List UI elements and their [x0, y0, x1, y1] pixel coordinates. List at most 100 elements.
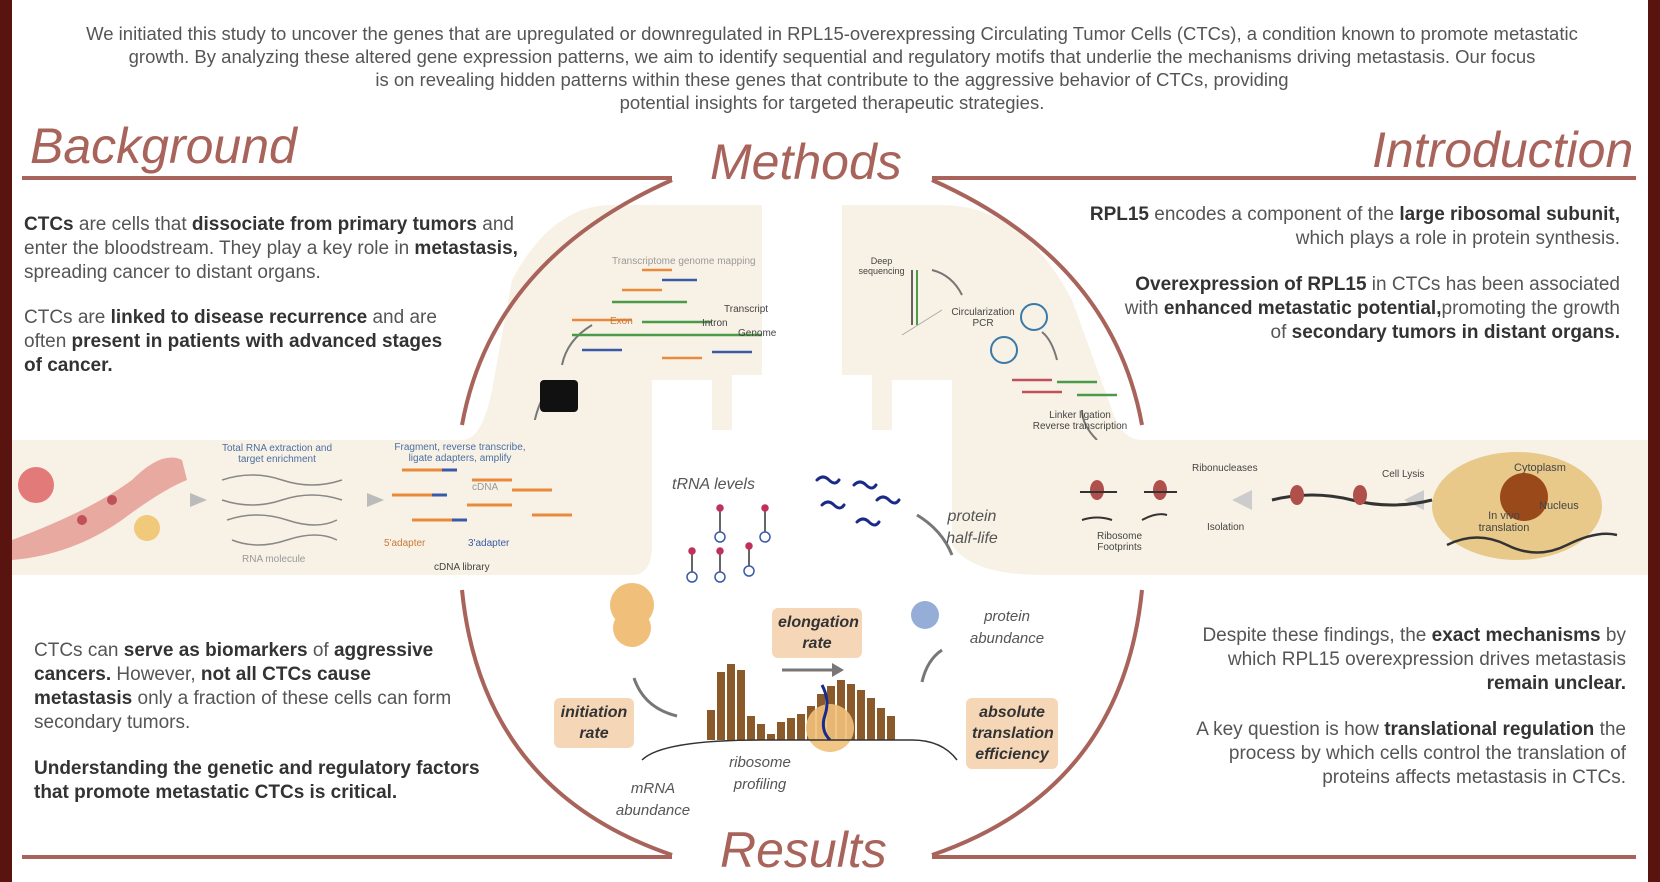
bold-run: serve as biomarkers [123, 640, 308, 661]
trna-levels-label: tRNA levels [672, 476, 755, 493]
in-vivo-label: In vivo translation [1478, 510, 1530, 534]
arrow-icon [832, 663, 844, 677]
arrow-icon [1041, 331, 1058, 361]
transcript-label: Transcript [724, 304, 769, 315]
arrow-icon [931, 269, 963, 296]
ctc-cell [107, 495, 117, 505]
exon-label: Exon [610, 316, 633, 327]
arrow-icon [1404, 490, 1424, 510]
arrow-icon [920, 648, 943, 683]
arc-top-left [460, 178, 673, 426]
adapter3-label: 3'adapter [468, 538, 510, 549]
ribosome-icon [1290, 485, 1304, 505]
bold-run: aggressive cancers. [34, 640, 434, 685]
text-run: However, [111, 664, 201, 685]
text-run: in CTCs has been associated with [1124, 274, 1620, 319]
translating-ribosome [806, 704, 854, 752]
arrow-icon [632, 677, 678, 718]
ribosome-icon [1153, 480, 1167, 500]
background-paragraph-3: CTCs can serve as biomarkers of aggressi… [34, 639, 474, 735]
arc-bottom-right [931, 589, 1144, 857]
isolation-label: Isolation [1207, 522, 1245, 533]
profile-bar [867, 698, 875, 740]
ctc-cell [77, 515, 87, 525]
profile-bar [847, 684, 855, 740]
trna-icons [686, 504, 771, 583]
abstract-line-4: potential insights for targeted therapeu… [619, 92, 1045, 113]
text-run: the process by which cells control the t… [1228, 719, 1626, 788]
text-run: encodes a component of the [1149, 204, 1400, 225]
bold-run: not all CTCs cause metastasis [34, 664, 371, 709]
background-paragraph-2: CTCs are linked to disease recurrence an… [24, 306, 444, 378]
bold-run: exact mechanisms [1431, 625, 1601, 646]
introduction-paragraph-1: RPL15 encodes a component of the large r… [1062, 203, 1620, 251]
text-run: only a fraction of these cells can form … [34, 688, 452, 733]
protein-structure-icon [911, 601, 939, 629]
background-paragraph-4: Understanding the genetic and regulatory… [34, 757, 494, 805]
text-run: CTCs can [34, 640, 124, 661]
background-paragraph-1: CTCs are cells that dissociate from prim… [24, 213, 532, 285]
cdna-fragments [392, 468, 572, 522]
cdna-label: cDNA [472, 482, 499, 493]
bold-run: linked to disease recurrence [110, 307, 368, 328]
footprint-fragments [1081, 513, 1168, 521]
arrow-icon [1081, 409, 1098, 440]
text-run: by which RPL15 overexpression drives met… [1227, 625, 1626, 670]
profile-bar [877, 708, 885, 740]
bold-run: secondary tumors in distant organs. [1291, 322, 1620, 343]
circularization-label: Circularization PCR [951, 307, 1015, 329]
ribosome-icon [1090, 480, 1104, 500]
profile-bar [757, 724, 765, 740]
text-run: of [307, 640, 334, 661]
text-run: spreading cancer to distant organs. [24, 262, 321, 283]
linker-ligation-label: Linker ligation Reverse transcription [1032, 410, 1128, 432]
arc-bottom-left [460, 589, 673, 857]
profile-bar [727, 664, 735, 740]
arrow-icon [916, 513, 954, 556]
deep-sequencing-label: Deep sequencing [858, 256, 905, 276]
right-workflow-illustration [1080, 452, 1618, 560]
cdna-library-label: cDNA library [434, 562, 490, 573]
text-run: and are often [24, 307, 437, 352]
rna-extraction-label: Total RNA extraction and target enrichme… [221, 443, 333, 465]
introduction-paragraph-4: A key question is how translational regu… [1172, 718, 1626, 790]
profile-bar [857, 690, 865, 740]
methods-heading: Methods [710, 134, 902, 190]
protein-abundance-label: protein abundance [969, 608, 1045, 647]
absolute-translation-efficiency-box: absolute translation efficiency [966, 698, 1058, 769]
genome-label: Genome [738, 328, 777, 339]
bold-run: remain unclear. [1486, 673, 1626, 694]
profile-bar [787, 718, 795, 740]
bold-run: dissociate from primary tumors [191, 214, 477, 235]
left-workflow-panel [12, 205, 762, 575]
circularization-icon [1020, 303, 1048, 331]
mapped-reads [572, 268, 762, 360]
cell-lysis-label: Cell Lysis [1382, 469, 1425, 480]
bold-run: RPL15 [1089, 204, 1149, 225]
mrna-line [641, 739, 958, 761]
bold-run: large ribosomal subunit, [1399, 204, 1620, 225]
abstract-line-1: We initiated this study to uncover the g… [86, 23, 1578, 44]
abstract-line-3: is on revealing hidden patterns within t… [375, 69, 1289, 90]
profile-bar [717, 672, 725, 740]
profile-bar [797, 714, 805, 740]
introduction-paragraph-2: Overexpression of RPL15 in CTCs has been… [1112, 273, 1620, 345]
sequencing-illustration [901, 269, 1117, 440]
text-run: are cells that [73, 214, 192, 235]
arrow-icon [367, 493, 384, 507]
profile-bar [747, 716, 755, 740]
bold-run: present in patients with advanced stages… [24, 331, 443, 376]
arrow-icon [561, 324, 593, 366]
nucleus-label: Nucleus [1539, 500, 1579, 512]
fragment-label: Fragment, reverse transcribe, ligate ada… [394, 442, 526, 464]
mapping-label: Transcriptome genome mapping [612, 256, 756, 267]
blood-vessel [12, 457, 187, 560]
protein-half-life-label: protein half-life [946, 508, 998, 547]
ribosome-profile-bars [707, 664, 895, 740]
ribonucleases-label: Ribonucleases [1192, 463, 1258, 474]
mrna-abundance-label: mRNA abundance [615, 780, 691, 819]
intron-label: Intron [702, 318, 728, 329]
bold-run: enhanced metastatic potential, [1163, 298, 1442, 319]
text-run: Despite these findings, the [1202, 625, 1432, 646]
profile-bar [767, 734, 775, 740]
